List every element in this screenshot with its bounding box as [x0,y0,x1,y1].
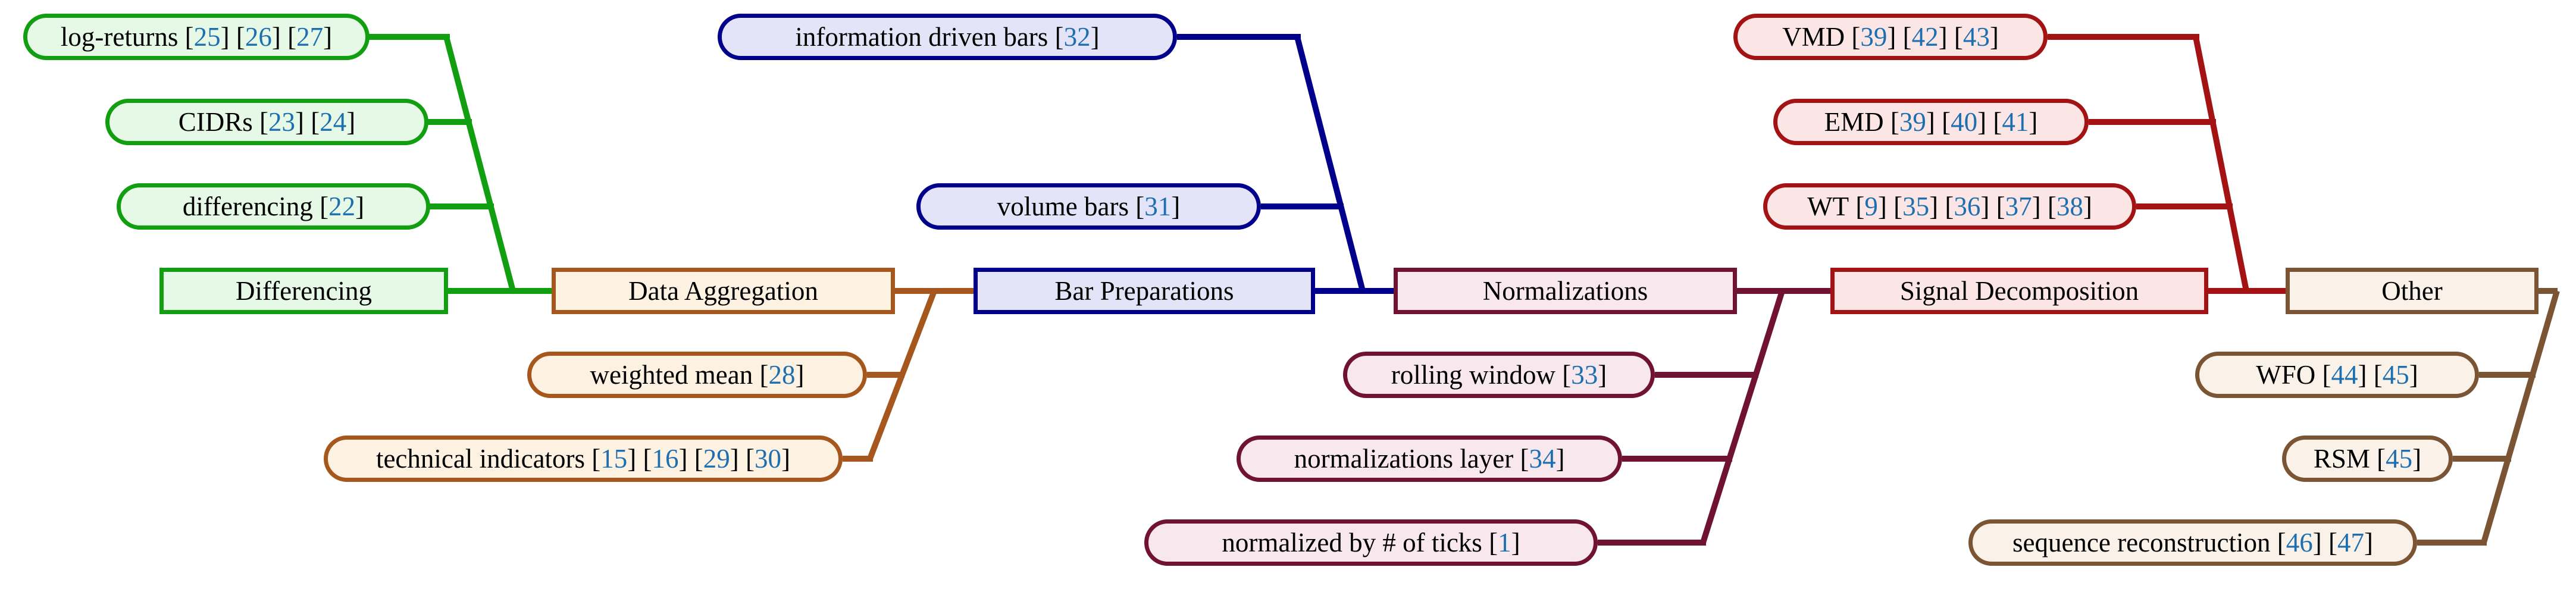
citation-refs: [1] [1489,527,1520,557]
node-volume-bars: volume bars [31] [916,183,1261,230]
citation-refs: [28] [759,359,805,390]
node-rolling-window: rolling window [33] [1343,352,1655,398]
node-label: EMD [1824,106,1884,137]
category-label: Bar Preparations [1054,275,1234,306]
citation-refs: [39] [42] [43] [1851,21,1999,52]
category-label: Data Aggregation [628,275,818,306]
node-technical-indicators: technical indicators [15] [16] [29] [30] [324,436,843,482]
node-label: log-returns [60,21,179,52]
node-rsm: RSM [45] [2282,436,2453,482]
node-label: weighted mean [590,359,753,390]
citation-refs: [22] [320,191,365,221]
connector-bar-preparations-trunk [1294,36,1366,292]
node-label: differencing [182,191,313,221]
citation-refs: [33] [1562,359,1607,390]
citation-refs: [45] [2377,443,2422,474]
node-emd: EMD [39] [40] [41] [1773,99,2089,145]
citation-refs: [46] [47] [2277,527,2374,557]
node-label: WFO [2256,359,2316,390]
citation-refs: [25] [26] [27] [184,21,333,52]
node-normalizations-layer: normalizations layer [34] [1237,436,1622,482]
node-label: volume bars [997,191,1129,221]
connector-other-trunk [2481,290,2560,544]
category-label: Normalizations [1482,275,1648,306]
citation-refs: [15] [16] [29] [30] [591,443,791,474]
node-cidrs: CIDRs [23] [24] [105,99,428,145]
node-category-differencing: Differencing [159,268,448,314]
node-wt: WT [9] [35] [36] [37] [38] [1763,183,2136,230]
node-label: WT [1807,191,1849,221]
citation-refs: [31] [1135,191,1181,221]
citation-refs: [34] [1520,443,1565,474]
citation-refs: [23] [24] [259,106,356,137]
node-label: information driven bars [795,21,1048,52]
node-log-returns: log-returns [25] [26] [27] [23,14,370,60]
node-sequence-reconstruction: sequence reconstruction [46] [47] [1968,519,2417,566]
node-normalized-by-ticks: normalized by # of ticks [1] [1144,519,1598,566]
node-label: rolling window [1391,359,1555,390]
connector-differencing-trunk [443,36,516,292]
node-label: sequence reconstruction [2012,527,2271,557]
node-label: technical indicators [375,443,586,474]
connector-signal-decomposition-trunk [2193,36,2249,292]
node-label: normalizations layer [1294,443,1514,474]
citation-refs: [32] [1054,21,1100,52]
citation-refs: [39] [40] [41] [1890,106,2038,137]
node-category-other: Other [2286,268,2539,314]
citation-refs: [44] [45] [2322,359,2418,390]
citation-refs: [9] [35] [36] [37] [38] [1855,191,2092,221]
node-category-signal-decomposition: Signal Decomposition [1830,268,2208,314]
node-wfo: WFO [44] [45] [2195,352,2479,398]
node-weighted-mean: weighted mean [28] [527,352,867,398]
node-information-driven-bars: information driven bars [32] [718,14,1177,60]
category-label: Signal Decomposition [1899,275,2139,306]
node-differencing-leaf: differencing [22] [117,183,430,230]
node-label: VMD [1782,21,1845,52]
category-label: Differencing [235,275,373,306]
category-label: Other [2381,275,2443,306]
node-category-bar-preparations: Bar Preparations [974,268,1315,314]
node-category-data-aggregation: Data Aggregation [552,268,895,314]
node-label: CIDRs [178,106,253,137]
node-category-normalizations: Normalizations [1394,268,1737,314]
node-label: normalized by # of ticks [1222,527,1482,557]
connector-normalizations-trunk [1700,290,1785,544]
node-label: RSM [2313,443,2370,474]
node-vmd: VMD [39] [42] [43] [1733,14,2048,60]
